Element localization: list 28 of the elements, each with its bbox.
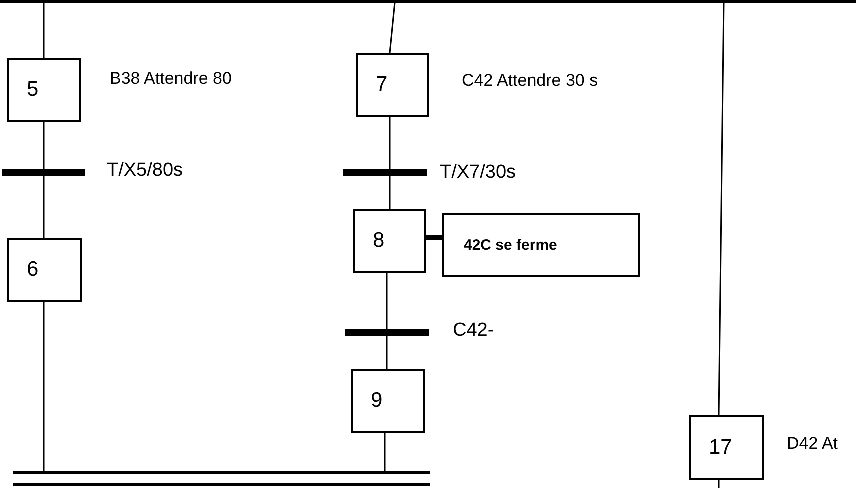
link-line (43, 3, 45, 58)
link-line (389, 117, 391, 209)
step-number: 6 (27, 258, 39, 282)
action-box (442, 213, 640, 277)
action-label: D42 At (787, 434, 838, 454)
link-line (718, 3, 725, 415)
step-box (7, 238, 82, 302)
action-label: C42 Attendre 30 s (462, 71, 598, 91)
step-number: 17 (709, 436, 732, 460)
step-number: 5 (27, 78, 39, 102)
step-box (7, 58, 81, 122)
step-number: 8 (373, 229, 385, 253)
action-text: 42C se ferme (464, 236, 558, 254)
link-line (43, 302, 45, 471)
action-link (426, 236, 442, 240)
step-box (351, 369, 425, 433)
divergence-bar (0, 0, 856, 3)
link-line (718, 480, 720, 488)
step-box (353, 209, 426, 273)
link-line (43, 122, 45, 238)
link-line (389, 2, 396, 54)
action-label: B38 Attendre 80 (110, 69, 232, 89)
link-line (386, 273, 388, 369)
step-number: 9 (371, 389, 383, 413)
step-box (356, 53, 429, 117)
link-line (384, 433, 386, 471)
step-box (689, 415, 764, 480)
step-number: 7 (376, 73, 388, 97)
